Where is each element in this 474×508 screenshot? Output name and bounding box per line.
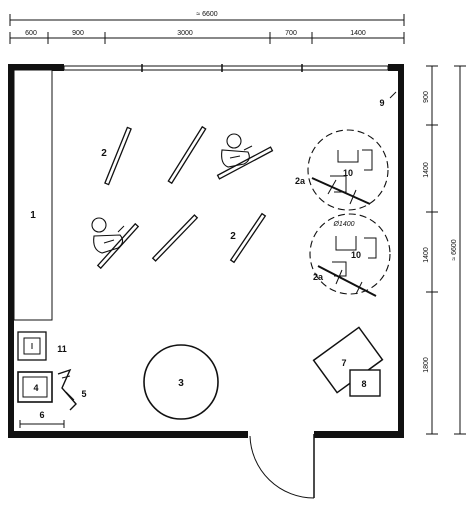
top-dimension-group: ≈ 6600 600 900 3000 700 1400 [9, 11, 405, 44]
stool-top [349, 369, 381, 397]
dim-right-4: 1800 [423, 357, 430, 373]
dim-right-2: 1400 [423, 162, 430, 178]
ladder-outline [57, 368, 77, 411]
easel-tick [349, 189, 357, 205]
label-easel-b: 2 [230, 231, 236, 242]
label-ladder: 5 [81, 389, 86, 399]
easels: 2 2 [96, 125, 274, 270]
counter-1: 1 [13, 69, 53, 321]
person-head [91, 217, 107, 233]
easel [104, 126, 132, 186]
sink-inner [22, 376, 48, 398]
ladder-rungs [61, 375, 75, 401]
label-station-bottom: 10 [351, 250, 361, 260]
label-counter: 1 [30, 210, 36, 221]
person-arm [229, 145, 253, 159]
person-head [226, 133, 242, 149]
dim-top-5: 1400 [350, 30, 366, 37]
overall-height-label: ≈ 6600 [451, 239, 458, 260]
person-body [93, 234, 124, 254]
station-bottom: 10 Ø1400 2a [309, 213, 391, 297]
dim-top-1: 600 [25, 30, 37, 37]
counter-body [13, 69, 53, 321]
round-table-3: 3 [143, 344, 219, 420]
corner-mark [389, 91, 397, 99]
seated-figures [91, 133, 253, 254]
label-2a-top: 2a [295, 176, 306, 186]
top-wall-solid [8, 64, 64, 71]
easel-board [229, 212, 267, 264]
easel-2a [311, 177, 371, 205]
easel-tick [335, 269, 343, 285]
clearance-circle [307, 129, 389, 211]
label-corner: 9 [379, 98, 384, 108]
left-wall [8, 64, 14, 438]
person-body [221, 149, 250, 168]
label-wall-item: 6 [39, 410, 44, 420]
ladder-5: 5 [57, 368, 87, 411]
easel-tick [355, 281, 363, 295]
window-strip [63, 65, 389, 71]
dim-top-3: 3000 [177, 30, 193, 37]
right-dimension-group: 900 1400 1400 1800 ≈ 6600 [423, 65, 466, 435]
label-stool: 8 [361, 379, 366, 389]
label-station-top: 10 [343, 168, 353, 178]
wall-item-6: 6 [19, 410, 65, 428]
station-sketch [332, 236, 377, 277]
right-wall [398, 70, 404, 438]
person-arm [103, 225, 125, 244]
bottom-wall-left [8, 431, 248, 438]
dim-right-1: 900 [423, 91, 430, 103]
easel [167, 125, 207, 185]
bottom-wall-right [314, 431, 404, 438]
station-sketch [330, 149, 373, 193]
dim-right-3: 1400 [423, 247, 430, 263]
dim-top-4: 700 [285, 30, 297, 37]
person-icon [91, 217, 125, 254]
door-swing-arc [249, 435, 315, 499]
easel [151, 214, 199, 262]
person-icon [221, 133, 253, 168]
easel-board [104, 126, 132, 186]
easel-board [167, 125, 207, 185]
clearance-circle [309, 213, 391, 295]
corner-9: 9 [379, 91, 397, 108]
label-sink: 4 [33, 383, 38, 393]
stool-8: 8 [349, 369, 381, 397]
label-easel-a: 2 [101, 148, 107, 159]
round-table-top [143, 344, 219, 420]
label-round-table: 3 [178, 378, 184, 389]
radius-note: Ø1400 [332, 221, 354, 228]
basin-11: 11 [17, 331, 67, 361]
easel-2a [317, 265, 377, 297]
easel-tick [327, 179, 337, 195]
label-2a-bottom: 2a [313, 272, 324, 282]
easel [229, 212, 267, 264]
dim-top-2: 900 [72, 30, 84, 37]
station-top: 10 2a [295, 129, 389, 211]
door [249, 434, 315, 499]
easel-board [151, 214, 199, 262]
label-basin: 11 [57, 344, 67, 354]
top-wall-corner [388, 64, 404, 71]
label-table: 7 [341, 358, 346, 368]
overall-width-label: ≈ 6600 [196, 11, 217, 18]
sink-4: 4 [17, 371, 53, 403]
walls [8, 64, 404, 438]
